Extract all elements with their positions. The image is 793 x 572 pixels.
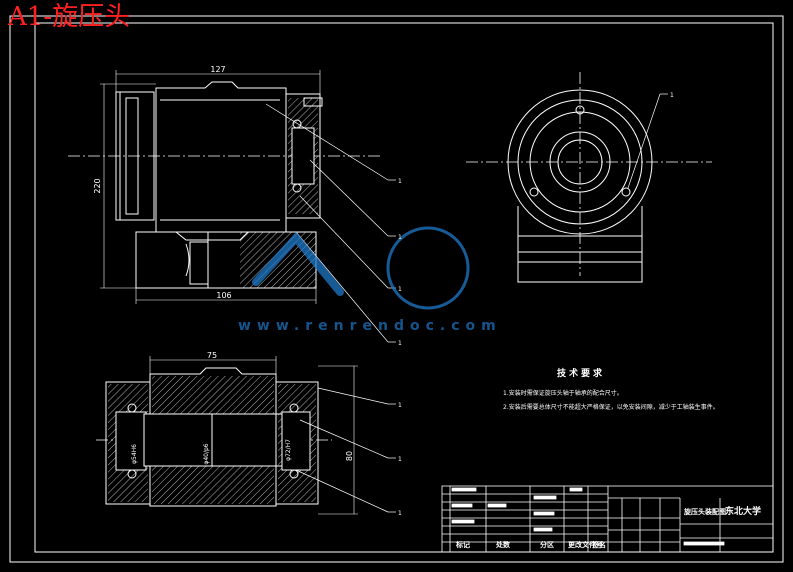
tech-requirement-item: 1.安装时需保证旋压头轴于轴承的配合尺寸。 (503, 390, 623, 397)
title-block-label: 处数 (496, 541, 510, 549)
leader-label-8: 1 (670, 92, 674, 99)
dim-top-width: 127 (210, 65, 225, 74)
leader-label-2: 1 (398, 234, 402, 241)
drawing-title: A1-旋压头 (8, 2, 131, 32)
tech-requirements-title: 技术要求 (557, 369, 606, 379)
leader-label-5: 1 (398, 402, 402, 409)
title-block-label: 签名 (592, 541, 606, 549)
dim-section-width: 75 (207, 351, 217, 360)
tech-requirement-item: 2.安装后需要总体尺寸不能超大严格保证，以免安装间隙，减少于工轴装生事件。 (503, 404, 719, 411)
dim-bottom-width: 106 (216, 291, 231, 300)
inner-frame (34, 22, 774, 553)
leader-label-6: 1 (398, 456, 402, 463)
outer-frame (9, 15, 784, 563)
dim-left-height: 220 (93, 178, 102, 193)
leader-label-1: 1 (398, 178, 402, 185)
title-block-label: 标记 (456, 541, 470, 549)
dim-section-height: 80 (345, 451, 354, 461)
leader-label-3: 1 (398, 286, 402, 293)
dim-dia-1: φ54H6 (131, 444, 138, 464)
watermark-url: www.renrendoc.com (238, 318, 502, 334)
title-block-label: 分区 (540, 541, 554, 549)
title-block-label: 更改文件号 (568, 541, 603, 549)
front-view (68, 70, 396, 343)
dim-dia-2: φ40/p6 (203, 443, 210, 464)
watermark-logo (252, 226, 470, 310)
title-block (441, 485, 774, 553)
title-block-school: 东北大学 (725, 507, 762, 517)
side-view (466, 72, 712, 283)
leader-label-4: 1 (398, 340, 402, 347)
dim-dia-3: φ72/H7 (285, 439, 292, 461)
title-block-drawing-title: 旋压头装配图 (684, 508, 726, 516)
leader-label-7: 1 (398, 510, 402, 517)
section-view (96, 356, 396, 515)
